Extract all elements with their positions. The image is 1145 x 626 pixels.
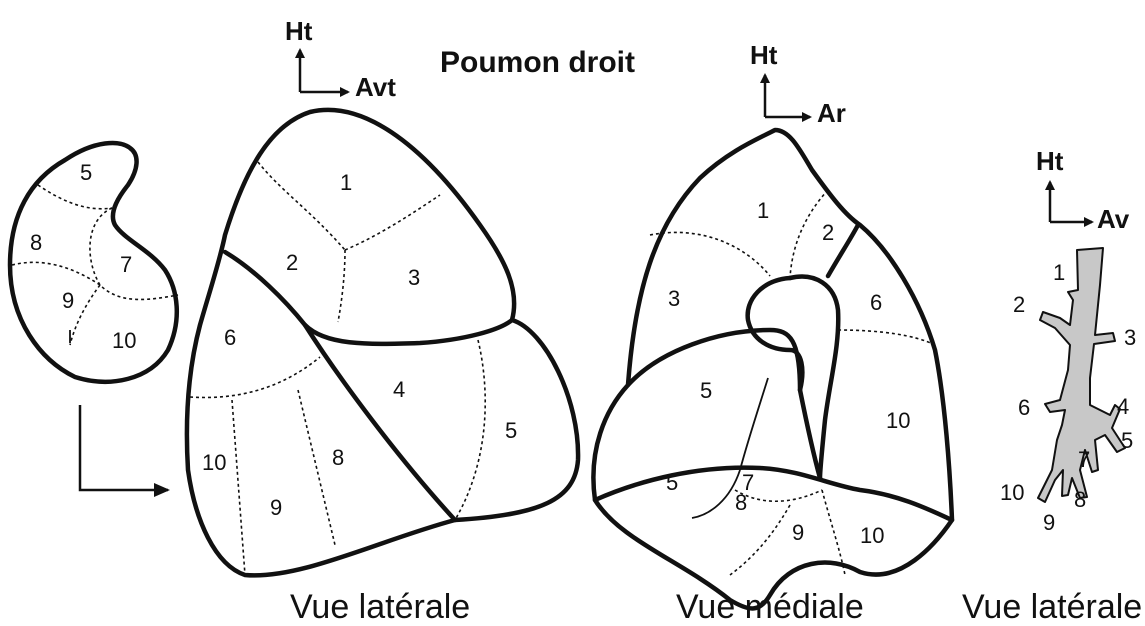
axis-label-up: Ht [285,16,313,46]
segment-label: 6 [870,290,882,315]
caption-medial-view: Vue médiale [676,588,864,626]
segment-label: 1 [757,198,769,223]
segment-label: 2 [286,250,298,275]
segment-label: 5 [700,378,712,403]
axis-label-forward: Avt [355,72,396,102]
segment-label: 8 [735,490,747,515]
segment-label: 7 [1078,447,1090,472]
segment-label: 1 [340,170,352,195]
axis-label-back: Ar [817,98,846,128]
segment-label: 10 [886,408,910,433]
diagram-title: Poumon droit [440,46,635,79]
segment-label: 7 [120,252,132,277]
segment-label: 3 [408,265,420,290]
segment-label: 2 [822,220,834,245]
segment-label: 10 [860,523,884,548]
caption-lateral-view: Vue latérale [290,588,470,626]
segment-label: 8 [30,230,42,255]
medial-view: 1 2 3 6 5 10 5 7 8 9 10 [593,130,952,608]
segment-label: 10 [1000,480,1024,505]
segment-label: 3 [668,286,680,311]
segment-label: 6 [1018,395,1030,420]
axis-label-up: Ht [750,40,778,70]
segment-label: 4 [393,377,405,402]
bronchial-tree-view: 1 2 3 6 4 5 7 10 8 9 [1000,248,1136,535]
segment-label: 9 [792,520,804,545]
orientation-medial: Ht Ar [750,40,846,128]
segment-label: 8 [1074,487,1086,512]
orientation-lateral: Ht Avt [285,16,396,102]
segment-label: 9 [1043,510,1055,535]
orientation-bronchi: Ht Av [1036,146,1130,234]
axis-label-forward: Av [1097,204,1130,234]
pointer-arrow-icon [80,405,168,490]
caption-bronchi-view: Vue latérale [962,588,1142,626]
segment-label: 10 [112,328,136,353]
axis-label-up: Ht [1036,146,1064,176]
small-lung-view: 5 8 7 9 10 [10,143,178,490]
small-lung-outline [10,143,177,382]
segment-label: 2 [1013,292,1025,317]
segment-label: 5 [1121,428,1133,453]
segment-label: 9 [62,288,74,313]
segment-label: 5 [666,470,678,495]
segment-label: 8 [332,445,344,470]
segment-label: 6 [224,325,236,350]
segment-label: 5 [505,418,517,443]
segment-label: 9 [270,495,282,520]
segment-label: 3 [1124,325,1136,350]
segment-label: 1 [1053,260,1065,285]
segment-label: 10 [202,450,226,475]
segment-label: 5 [80,160,92,185]
lateral-view: 1 2 3 6 4 5 8 10 9 [187,110,578,576]
segment-label: 4 [1117,394,1129,419]
